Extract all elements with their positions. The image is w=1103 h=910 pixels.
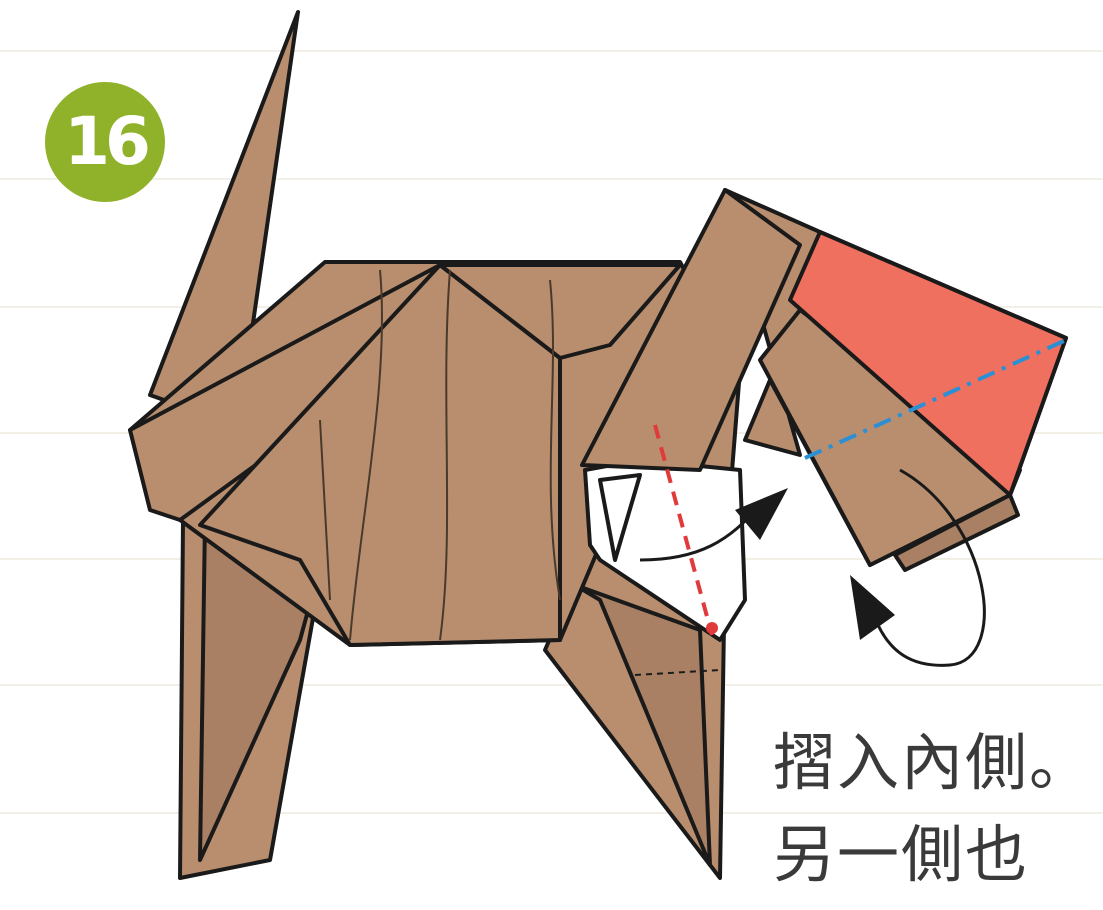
instruction-line-2: 另一側也 [773, 818, 1030, 891]
crease-line [549, 279, 561, 601]
fold-point [706, 622, 718, 634]
background-rule [0, 812, 1103, 814]
neck [580, 188, 802, 472]
background-rule [0, 178, 1103, 180]
crease-line [439, 269, 451, 641]
crease-line [349, 269, 384, 641]
step-number-badge: 16 [45, 82, 165, 202]
shoulder-flap [438, 263, 682, 360]
mountain-fold-line [804, 338, 1067, 460]
fold-arrow-icon [735, 488, 788, 540]
valley-fold-line [653, 424, 714, 636]
turn-arrow-icon [850, 575, 895, 640]
hidden-fold-line [634, 669, 721, 676]
crease-line [319, 419, 331, 601]
fold-arrow-curve [876, 468, 986, 667]
instruction-line-1: 摺入內側。 [773, 726, 1094, 799]
front-leg-inner [573, 583, 712, 867]
white-inner-fold [598, 473, 642, 562]
background-rule [0, 684, 1103, 686]
ear-strip [893, 493, 1020, 572]
background-rule [0, 50, 1103, 52]
